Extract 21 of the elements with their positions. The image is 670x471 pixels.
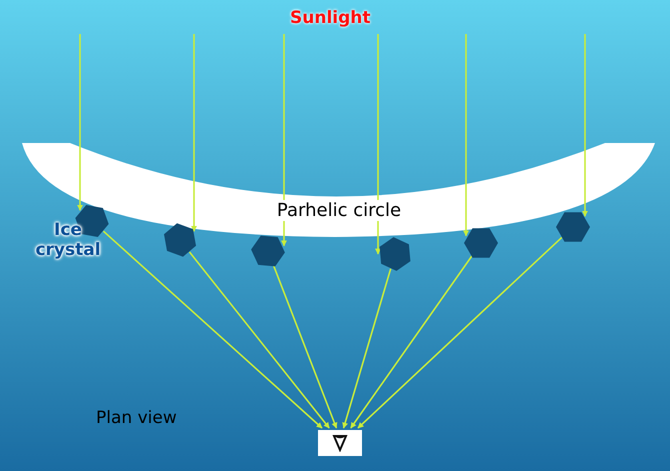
sunlight-ray-arrow (281, 34, 287, 246)
refracted-ray-arrow (350, 255, 473, 428)
observer-box (318, 430, 362, 456)
callout-label: Ice crystal (34, 220, 102, 260)
ice-crystal-hexagon (163, 223, 197, 257)
sunlight-ray-arrow (191, 34, 197, 232)
refracted-ray-arrow (357, 236, 562, 429)
ice-crystal-hexagon (464, 226, 498, 260)
refracted-ray-arrow (102, 230, 323, 429)
view-label: Plan view (96, 408, 177, 428)
refracted-ray-arrow (272, 265, 338, 429)
sunlight-ray-arrow (582, 34, 588, 217)
refracted-ray-arrow (188, 252, 330, 428)
ice-crystal-hexagon (251, 234, 285, 268)
sunlight-ray-arrow (77, 34, 83, 211)
refracted-ray-arrow (342, 268, 392, 429)
sunlight-ray-arrow (375, 34, 381, 255)
ice-crystal-hexagon (556, 210, 590, 244)
parhelic-circle-band (22, 140, 656, 240)
sunlight-ray-arrow (463, 34, 469, 236)
title-label: Sunlight (290, 8, 371, 28)
